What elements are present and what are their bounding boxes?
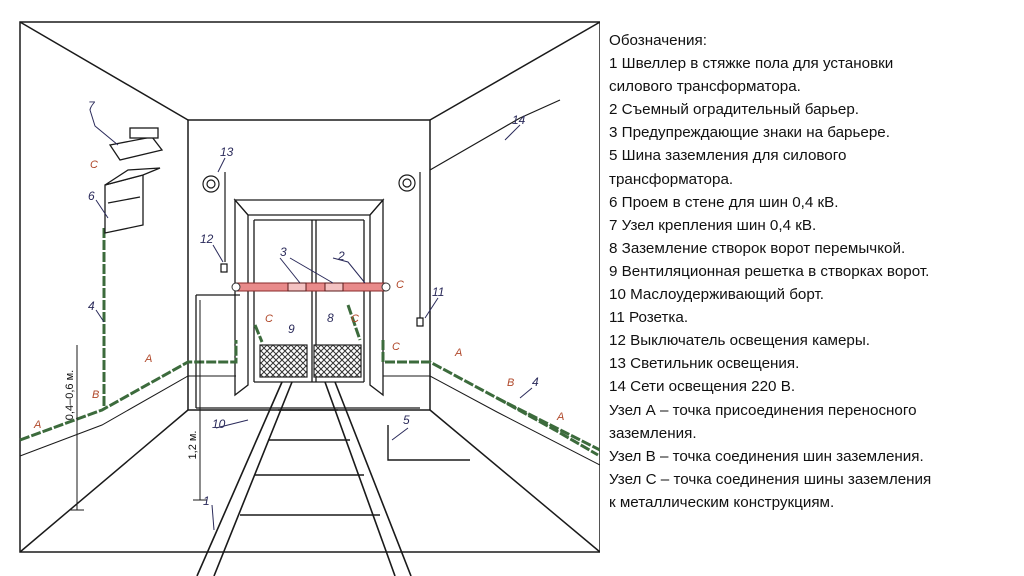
node-b-left: B xyxy=(92,389,99,401)
warning-sign-left xyxy=(287,282,307,292)
node-b-right: B xyxy=(507,377,514,389)
node-c-door-right: C xyxy=(351,313,359,325)
legend-line: 11 Розетка. xyxy=(609,309,689,327)
node-a-left: A xyxy=(33,419,41,431)
legend-line: Узел С – точка соединения шины заземлени… xyxy=(609,470,932,488)
removable-barrier xyxy=(235,282,387,292)
legend-line: 8 Заземление створок ворот перемычкой. xyxy=(609,239,906,257)
node-a-right: A xyxy=(454,347,462,359)
legend-line: 13 Светильник освещения. xyxy=(609,355,800,373)
busbar-clamp-node xyxy=(108,127,164,161)
label-13: 13 xyxy=(220,145,234,159)
label-10: 10 xyxy=(212,417,226,431)
legend-line: заземления. xyxy=(609,424,697,442)
transformer-ground-bus xyxy=(387,425,470,461)
legend-line: 14 Сети освещения 220 В. xyxy=(609,378,796,396)
light-switch xyxy=(220,263,228,273)
legend-line: 2 Съемный оградительный барьер. xyxy=(609,101,860,119)
luminaire-left xyxy=(202,175,220,193)
barrier-post-right xyxy=(381,282,391,292)
substation-room-diagram: 1 2 3 4 4 5 6 7 8 9 10 11 12 13 14 A A A… xyxy=(19,21,600,576)
node-c-door-left: C xyxy=(265,313,273,325)
dimension-lines xyxy=(70,300,207,511)
legend-line: 1 Швеллер в стяжке пола для установки xyxy=(609,55,894,73)
vent-grille-left xyxy=(259,344,308,378)
label-4-right: 4 xyxy=(532,375,539,389)
legend-line: Узел В – точка соединения шин заземления… xyxy=(609,447,924,465)
node-c-right: C xyxy=(392,341,400,353)
label-3: 3 xyxy=(280,245,287,259)
floor-channel-rails xyxy=(196,381,412,576)
warning-sign-right xyxy=(324,282,344,292)
label-1: 1 xyxy=(203,494,210,508)
legend-line: Узел А – точка присоединения переносного xyxy=(609,401,917,419)
label-6: 6 xyxy=(88,189,95,203)
luminaire-right xyxy=(398,174,416,192)
node-c-barrier: C xyxy=(396,279,404,291)
legend-line: 9 Вентиляционная решетка в створках воро… xyxy=(609,262,930,280)
node-a-right2: A xyxy=(556,411,564,423)
label-9: 9 xyxy=(288,322,295,336)
legend-line: 12 Выключатель освещения камеры. xyxy=(609,332,871,350)
socket xyxy=(416,317,424,327)
label-5: 5 xyxy=(403,413,410,427)
legend-line: 7 Узел крепления шин 0,4 кВ. xyxy=(609,216,817,234)
legend-panel: Обозначения: 1 Швеллер в стяжке пола для… xyxy=(609,29,1019,514)
ground-bus-edge xyxy=(19,375,600,466)
legend-line: трансформатора. xyxy=(609,170,734,188)
vent-grille-right xyxy=(313,344,362,378)
label-4-left: 4 xyxy=(88,299,95,313)
callout-leaders xyxy=(89,109,533,531)
busbar-opening xyxy=(104,167,161,234)
legend-line: 10 Маслоудерживающий борт. xyxy=(609,286,824,304)
label-11: 11 xyxy=(432,285,444,299)
gate-opening xyxy=(233,198,385,397)
label-8: 8 xyxy=(327,311,334,325)
legend-line: силового трансформатора. xyxy=(609,78,801,96)
oil-curb xyxy=(195,294,420,409)
lighting-network xyxy=(224,99,561,320)
label-14: 14 xyxy=(512,113,526,127)
label-2: 2 xyxy=(337,249,345,263)
label-7: 7 xyxy=(88,99,96,113)
legend-line: 6 Проем в стене для шин 0,4 кВ. xyxy=(609,193,839,211)
legend-line: к металлическим конструкциям. xyxy=(609,493,835,511)
barrier-post-left xyxy=(231,282,241,292)
node-c-left: C xyxy=(90,159,98,171)
legend-line: 3 Предупреждающие знаки на барьере. xyxy=(609,124,890,142)
dimension-floor-height: 1,2 м. xyxy=(187,431,199,460)
legend-title: Обозначения: xyxy=(609,32,707,49)
legend-line: 5 Шина заземления для силового xyxy=(609,147,847,165)
dimension-wall-height: 0,4–0,6 м. xyxy=(64,370,76,420)
ground-bus xyxy=(19,228,600,457)
label-12: 12 xyxy=(200,232,214,246)
node-a-mid: A xyxy=(144,353,152,365)
